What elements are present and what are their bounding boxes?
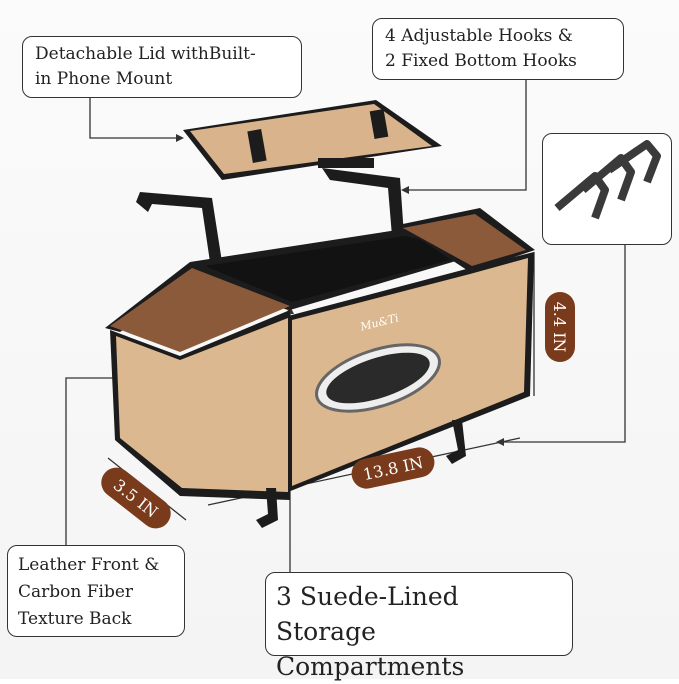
height-dimension-label: 4.4 IN	[545, 292, 575, 362]
hook-icon	[554, 140, 661, 220]
callout-detachable-lid: Detachable Lid withBuilt- in Phone Mount	[22, 36, 302, 98]
bottom-hooks	[256, 420, 466, 528]
callout-storage-compartments: 3 Suede-Lined Storage Compartments	[265, 572, 573, 681]
lid	[183, 100, 442, 180]
callout-leather-line3: Texture Back	[18, 609, 132, 629]
callout-lid-line2: in Phone Mount	[35, 69, 173, 89]
callout-lid-line1: Detachable Lid withBuilt-	[35, 44, 256, 64]
callout-leather-line2: Carbon Fiber	[18, 582, 134, 602]
organizer-box	[105, 208, 535, 500]
callout-leather-front: Leather Front & Carbon Fiber Texture Bac…	[7, 545, 185, 637]
callout-hooks-line1: 4 Adjustable Hooks &	[385, 26, 573, 46]
callout-storage-line2: Compartments	[276, 652, 465, 681]
callout-leather-line1: Leather Front &	[18, 555, 160, 575]
hooks-detail-inset	[542, 133, 672, 245]
callout-hooks: 4 Adjustable Hooks & 2 Fixed Bottom Hook…	[372, 18, 624, 80]
callout-storage-line1: 3 Suede-Lined Storage	[276, 582, 459, 646]
callout-hooks-line2: 2 Fixed Bottom Hooks	[385, 51, 577, 71]
top-hooks	[136, 168, 404, 262]
